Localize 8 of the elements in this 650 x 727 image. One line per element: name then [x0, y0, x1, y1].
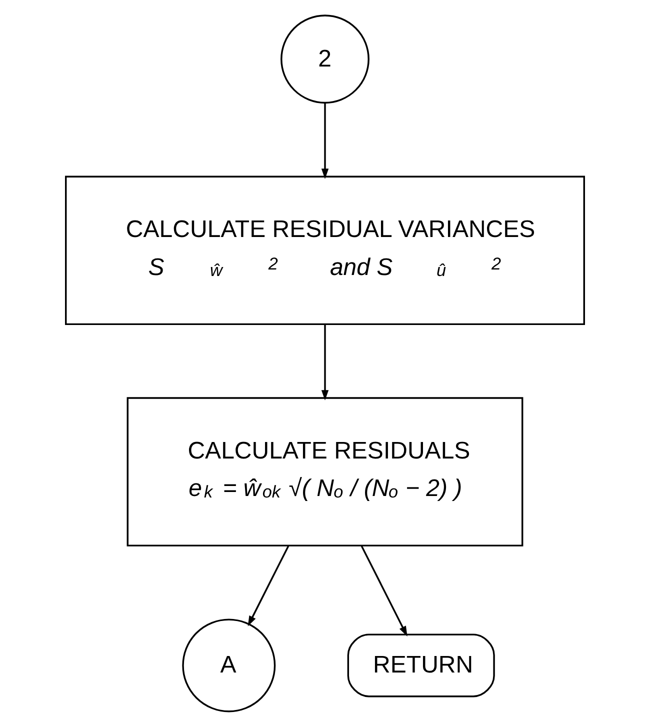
- node-circle: A: [182, 618, 276, 712]
- arrow: [321, 324, 329, 400]
- node-box: CALCULATE RESIDUALS ek = ŵok √( No / (No − 2) ): [126, 397, 524, 546]
- arrow: [360, 546, 408, 636]
- arrow: [321, 102, 329, 179]
- arrow: [248, 546, 290, 626]
- node-box: RETURN: [347, 634, 495, 698]
- node-circle: 2: [280, 14, 370, 104]
